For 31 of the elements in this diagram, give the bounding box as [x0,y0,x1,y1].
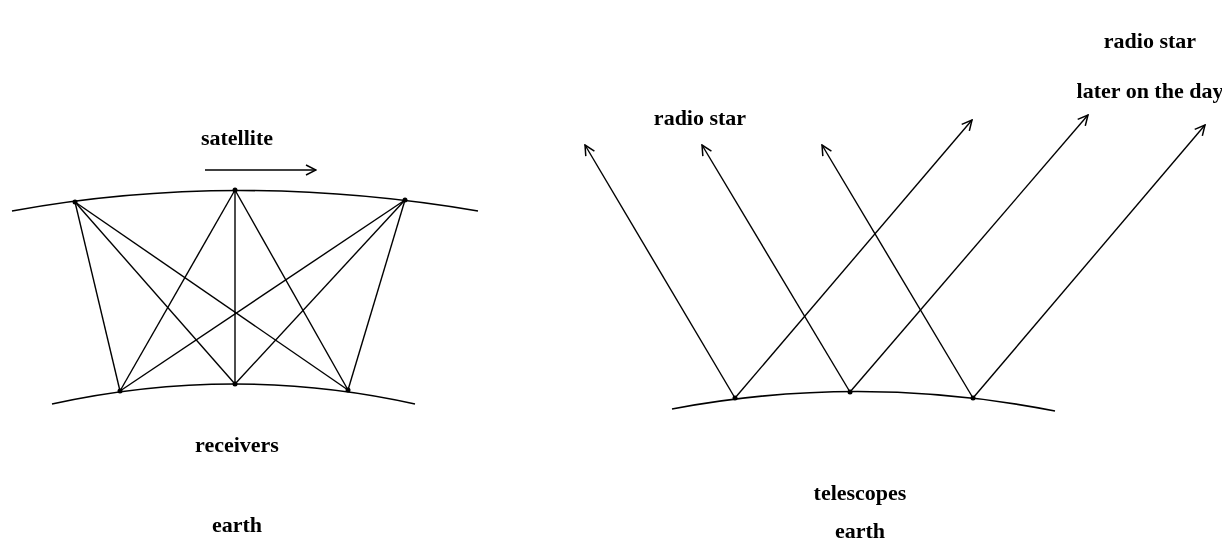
signal-line [234,189,236,385]
arrow [972,124,1206,399]
station-point [232,187,238,193]
text-label: earth [834,518,886,544]
signal-line [119,189,236,392]
signal-line [234,199,406,385]
text-label: radio star [1102,28,1198,54]
text-label: telescopes [813,480,907,506]
arrow [701,144,851,393]
signal-line [74,201,349,391]
station-point [117,388,123,394]
signal-line [347,199,406,391]
station-point [847,389,853,395]
station-point [402,197,408,203]
arrow [734,119,973,399]
station-point [72,199,78,205]
arrow [849,114,1089,393]
text-label: satellite [200,125,274,151]
signal-line [119,199,406,392]
text-label: earth [211,512,263,538]
signal-line [74,201,121,392]
signal-line [74,201,236,385]
station-point [732,395,738,401]
text-label: radio star [653,105,747,131]
arrow [821,144,974,399]
signal-line [234,189,349,391]
text-label: receivers [195,432,279,458]
arrow [584,144,736,399]
station-point [970,395,976,401]
station-point [345,387,351,393]
station-point [232,381,238,387]
